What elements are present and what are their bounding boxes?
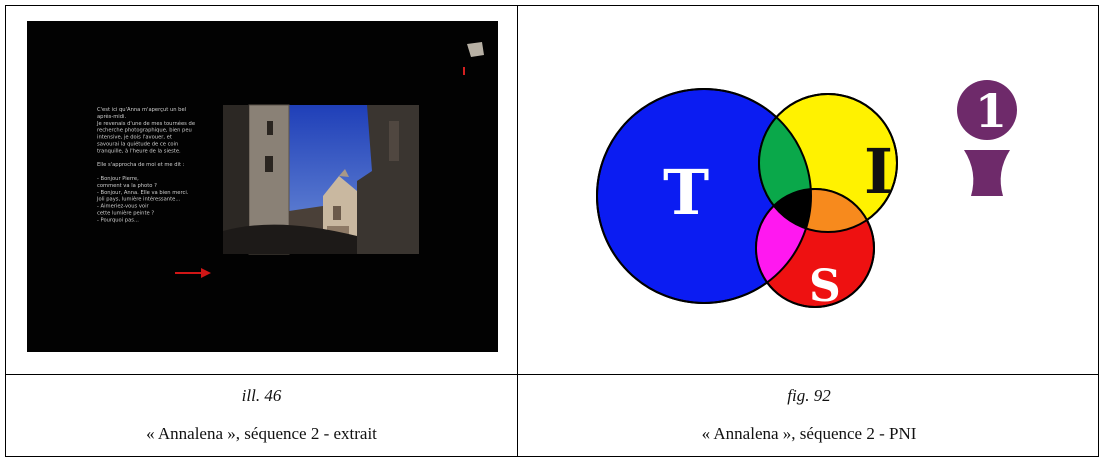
still-text-line: - Bonjour, Anna. Elle va bien merci. — [97, 190, 189, 196]
still-text-block: C'est ici qu'Anna m'aperçut un belaprès-… — [96, 107, 195, 223]
red-mark — [463, 67, 465, 75]
still-text-line: cette lumière peinte ? — [97, 210, 154, 217]
right-caption-cell: fig. 92 « Annalena », séquence 2 - PNI — [518, 374, 1100, 458]
film-still-svg: C'est ici qu'Anna m'aperçut un belaprès-… — [27, 21, 498, 352]
still-text-line: - Aimeriez-vous voir — [97, 204, 150, 210]
left-caption: « Annalena », séquence 2 - extrait — [146, 424, 377, 443]
still-text-line: C'est ici qu'Anna m'aperçut un bel — [97, 107, 186, 113]
left-caption-cell: ill. 46 « Annalena », séquence 2 - extra… — [6, 374, 517, 458]
row-divider — [6, 374, 1098, 375]
figure-label: fig. 92 — [787, 386, 831, 405]
letter-i: I — [864, 135, 893, 208]
still-text-line: comment va la photo ? — [97, 183, 157, 189]
still-text-line: Joli pays, lumière intéressante... — [96, 196, 181, 203]
letter-s: S — [809, 261, 841, 312]
venn-logo-svg: T I S 1 — [596, 80, 1017, 312]
column-divider — [517, 6, 518, 456]
still-text-line: - Bonjour Pierre, — [97, 176, 139, 182]
letter-t: T — [663, 156, 709, 229]
still-text-line: intensive, je dois l'avouer, et — [97, 135, 172, 141]
purple-number-logo-icon: 1 — [957, 80, 1017, 196]
still-text-line: recherche photographique, bien peu — [97, 128, 192, 134]
illustration-label: ill. 46 — [241, 386, 282, 405]
still-text-line: après-midi. — [97, 113, 126, 120]
still-text-line: tranquille, à l'heure de la sieste. — [97, 147, 181, 154]
still-text-line: Elle s'approcha de moi et me dit : — [97, 162, 185, 168]
torn-paper-fragment — [467, 42, 484, 57]
magenta-intersection — [756, 189, 811, 303]
right-caption: « Annalena », séquence 2 - PNI — [701, 424, 917, 443]
village-photo — [223, 104, 419, 255]
still-text-line: Je revenais d'une de mes tournées de — [96, 120, 195, 127]
logo-digit: 1 — [975, 84, 1007, 138]
still-text-line: - Pourquoi pas... — [97, 217, 139, 223]
still-text-line: savourai la quiétude de ce coin — [97, 141, 178, 148]
venn-logo-figure: T I S 1 — [518, 6, 1100, 374]
red-arrow-icon[interactable] — [175, 268, 211, 278]
